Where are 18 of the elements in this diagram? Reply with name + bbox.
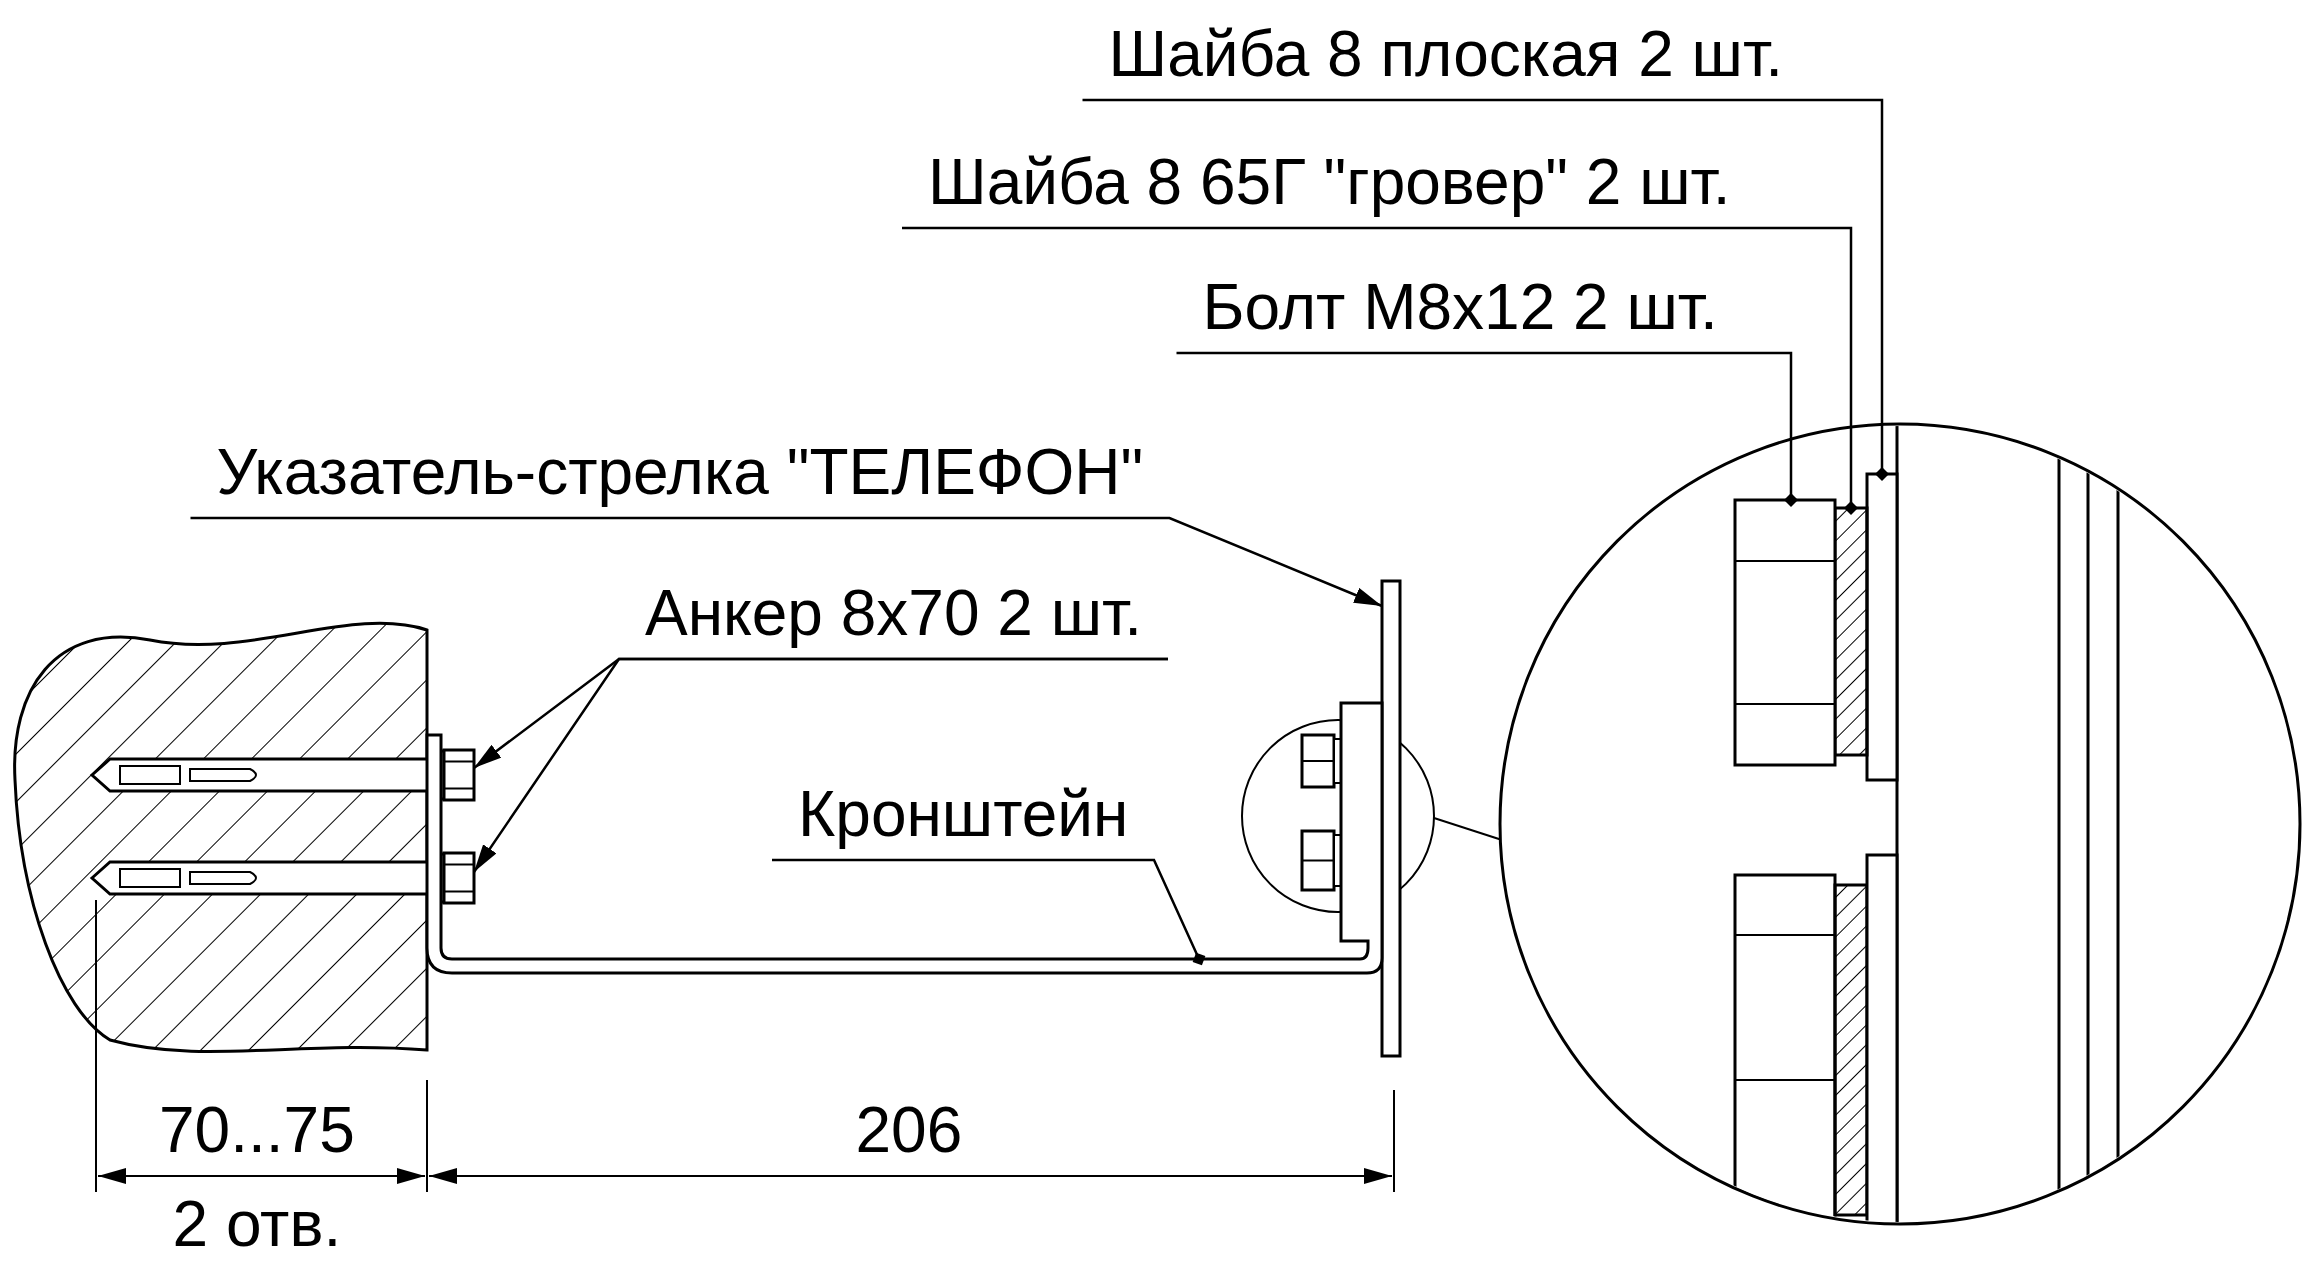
flat-washer (1865, 472, 1899, 782)
part-label: Болт М8х12 2 шт. (1176, 275, 1744, 353)
leader-line (1082, 98, 1889, 481)
leader-line (902, 226, 1858, 515)
sign-plate (1380, 579, 1402, 1058)
part-label: Шайба 8 65Г "гровер" 2 шт. (902, 150, 1757, 228)
leader-line (190, 516, 1383, 608)
part-label: Шайба 8 плоская 2 шт. (1082, 22, 1809, 100)
leader-line (472, 657, 1168, 873)
anchor-nut (442, 851, 476, 905)
leader-line (1176, 351, 1798, 507)
part-label: Кронштейн (772, 782, 1155, 860)
leader-line (772, 858, 1206, 966)
part-label: Указатель-стрелка "ТЕЛЕФОН" (190, 440, 1170, 518)
part-label: Анкер 8х70 2 шт. (619, 581, 1168, 659)
bracket (425, 701, 1384, 975)
bolt-head (1733, 498, 1837, 767)
anchor-nut (442, 748, 476, 802)
